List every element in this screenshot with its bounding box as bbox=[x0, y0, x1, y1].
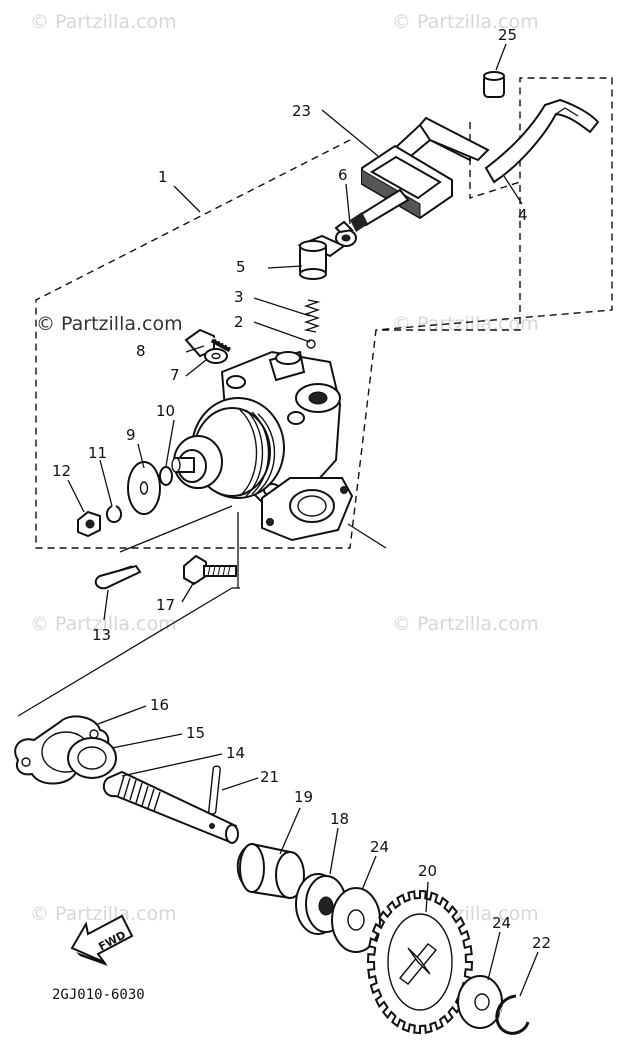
watermark-text: © Partzilla.com bbox=[30, 613, 177, 635]
callout-1: 1 bbox=[158, 168, 168, 186]
oil-pump-body bbox=[171, 350, 354, 542]
part-14-worm-shaft bbox=[102, 770, 239, 844]
part-8-screw bbox=[184, 328, 232, 358]
part-24-washer-a bbox=[331, 887, 381, 953]
callout-23: 23 bbox=[292, 102, 311, 120]
part-21-pin bbox=[208, 765, 221, 815]
callout-14: 14 bbox=[226, 744, 245, 762]
part-12-nut bbox=[77, 510, 101, 538]
callout-9: 9 bbox=[126, 426, 136, 444]
callout-16: 16 bbox=[150, 696, 169, 714]
part-22-circlip bbox=[495, 994, 530, 1035]
part-17-bolt bbox=[183, 554, 237, 586]
callout-24-lower: 24 bbox=[492, 914, 511, 932]
callout-18: 18 bbox=[330, 810, 349, 828]
part-10-washer bbox=[159, 466, 173, 486]
callout-25: 25 bbox=[498, 26, 517, 44]
part-9-plate bbox=[127, 461, 161, 515]
diagram-code: 2GJ010-6030 bbox=[52, 987, 145, 1003]
part-18-bushing bbox=[295, 873, 347, 935]
callout-5: 5 bbox=[236, 258, 246, 276]
part-11-lock-washer bbox=[106, 505, 122, 524]
worm-threads bbox=[117, 775, 161, 812]
part-5-elbow-fitting bbox=[297, 234, 346, 280]
part-20-drive-gear bbox=[366, 889, 474, 1035]
callout-4: 4 bbox=[518, 206, 528, 224]
part-19-collar bbox=[236, 842, 305, 900]
callout-12: 12 bbox=[52, 462, 71, 480]
watermark-text: © Partzilla.com bbox=[30, 903, 177, 925]
hose-group-outline bbox=[375, 77, 613, 331]
part-6-banjo-bolt bbox=[334, 220, 357, 247]
callout-17: 17 bbox=[156, 596, 175, 614]
callout-22: 22 bbox=[532, 934, 551, 952]
watermark-text: © Partzilla.com bbox=[392, 613, 539, 635]
callout-2: 2 bbox=[234, 313, 244, 331]
callout-10: 10 bbox=[156, 402, 175, 420]
callout-13: 13 bbox=[92, 626, 111, 644]
callout-24-upper: 24 bbox=[370, 838, 389, 856]
callout-3: 3 bbox=[234, 288, 244, 306]
part-3-spring bbox=[303, 299, 321, 333]
callout-8: 8 bbox=[136, 342, 146, 360]
part-7-washer bbox=[204, 348, 228, 364]
callout-21: 21 bbox=[260, 768, 279, 786]
leader-lines bbox=[17, 43, 539, 997]
watermark-text: © Partzilla.com bbox=[392, 313, 539, 335]
callout-7: 7 bbox=[170, 366, 180, 384]
callout-19: 19 bbox=[294, 788, 313, 806]
callout-11: 11 bbox=[88, 444, 107, 462]
part-25-sleeve bbox=[483, 71, 505, 98]
watermark-text: © Partzilla.com bbox=[30, 11, 177, 33]
part-24-washer-b bbox=[457, 975, 503, 1029]
callout-numbers: 1 2 3 4 5 6 7 8 9 10 11 12 13 14 15 16 1… bbox=[52, 26, 551, 952]
watermark-text: © Partzilla.com bbox=[36, 313, 183, 335]
part-23-oil-pipe bbox=[350, 116, 490, 232]
callout-15: 15 bbox=[186, 724, 205, 742]
part-13-clip bbox=[94, 564, 142, 590]
part-4-hose bbox=[484, 98, 600, 184]
callout-6: 6 bbox=[338, 166, 348, 184]
part-15-seal-ring bbox=[67, 737, 117, 779]
assembly-1-outline bbox=[35, 139, 521, 549]
watermark-text: © Partzilla.com bbox=[392, 11, 539, 33]
drum-ridges bbox=[239, 409, 276, 497]
callout-20: 20 bbox=[418, 862, 437, 880]
